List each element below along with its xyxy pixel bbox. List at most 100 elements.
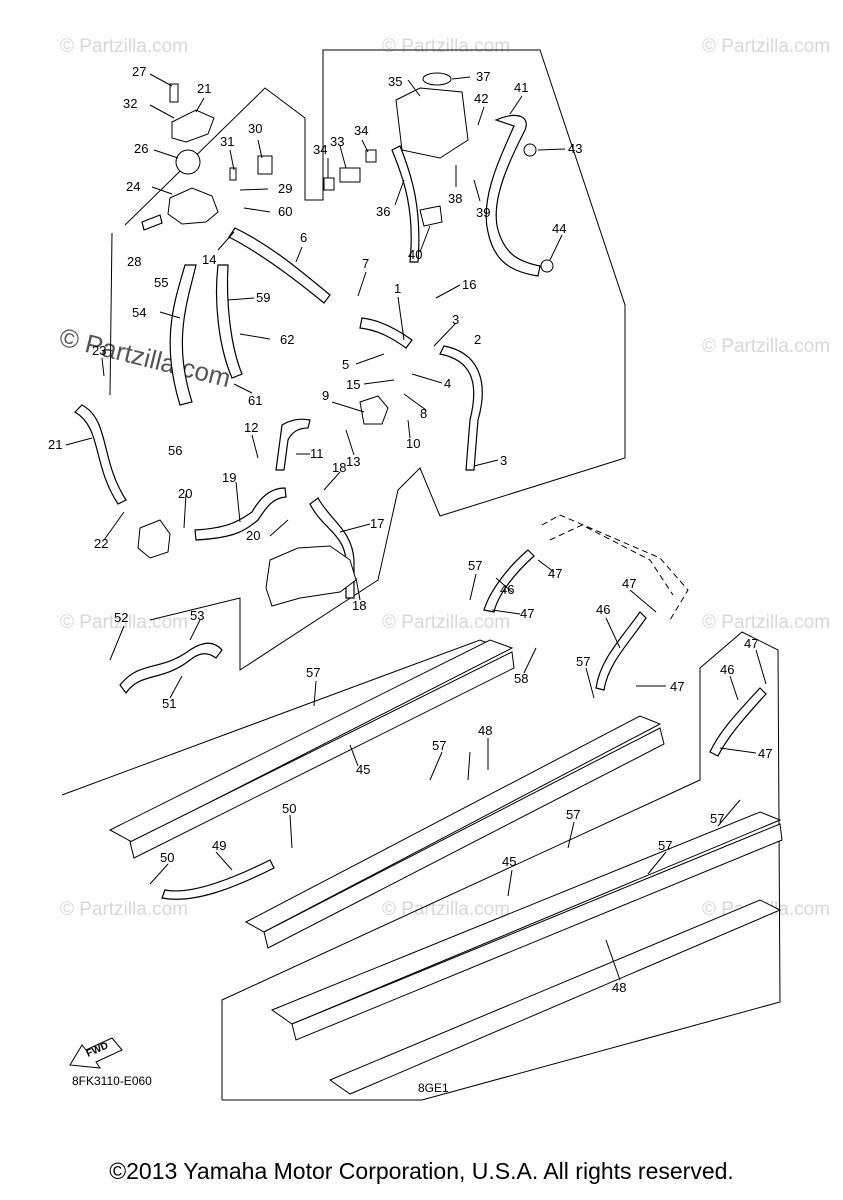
- callout-label: 39: [476, 205, 490, 220]
- callout-label: 11: [310, 446, 324, 461]
- callout-label: 4: [444, 376, 451, 391]
- reservoir-assembly: [323, 72, 554, 277]
- thermostat-housing: [167, 187, 219, 225]
- hose: [709, 687, 767, 757]
- callout-label: 10: [406, 436, 420, 451]
- callout-label: 45: [356, 762, 370, 777]
- callout-label: 57: [658, 838, 672, 853]
- hose: [485, 115, 541, 277]
- callout-label: 40: [408, 247, 422, 262]
- bolt: [169, 83, 179, 103]
- callout-label: 6: [300, 230, 307, 245]
- callout-label: 61: [248, 393, 262, 408]
- hose: [74, 404, 127, 505]
- callout-label: 33: [330, 134, 344, 149]
- callout-label: 57: [710, 811, 724, 826]
- bolt: [229, 167, 237, 181]
- callout-label: 20: [246, 528, 260, 543]
- model-code: 8GE1: [418, 1081, 449, 1095]
- callout-label: 37: [476, 69, 490, 84]
- leader-lines: [65, 73, 767, 981]
- callout-label: 21: [197, 81, 211, 96]
- callout-label: 48: [612, 980, 626, 995]
- bracket: [419, 205, 443, 227]
- callout-label: 43: [568, 141, 582, 156]
- callout-label: 23: [92, 343, 106, 358]
- clamp: [323, 177, 335, 191]
- radiator: [108, 639, 514, 843]
- watermark: © Partzilla.com: [60, 899, 188, 920]
- thermostat: [175, 149, 201, 175]
- watermark: © Partzilla.com: [702, 612, 830, 633]
- callout-label: 24: [126, 179, 140, 194]
- callout-label: 28: [127, 254, 141, 269]
- callout-label: 3: [452, 312, 459, 327]
- callout-label: 47: [520, 606, 534, 621]
- radiator: [129, 651, 515, 859]
- callout-label: 29: [278, 181, 292, 196]
- callout-label: 34: [313, 142, 327, 157]
- callout-label: 5: [342, 357, 349, 372]
- pump-assembly: [137, 317, 483, 607]
- hose: [228, 227, 331, 304]
- callout-label: 45: [502, 854, 516, 869]
- hose-51-group: [119, 642, 223, 695]
- callout-label: 47: [622, 576, 636, 591]
- callout-label: 18: [332, 460, 346, 475]
- callout-label: 48: [478, 723, 492, 738]
- callout-label: 53: [190, 608, 204, 623]
- radiator: [244, 715, 662, 933]
- hose: [483, 549, 535, 613]
- callout-label: 52: [114, 610, 128, 625]
- thermostat-cover: [171, 109, 215, 143]
- upper-left-outline: [109, 232, 113, 396]
- callout-label: 27: [132, 64, 146, 79]
- callout-label: 57: [576, 654, 590, 669]
- copyright-notice: ©2013 Yamaha Motor Corporation, U.S.A. A…: [109, 1158, 734, 1184]
- callout-label: 7: [362, 256, 369, 271]
- callouts: 27 21 32 30 26 31 24 29 60 28 14 55 6 54…: [48, 64, 772, 995]
- callout-label: 47: [548, 566, 562, 581]
- callout-label: 35: [388, 74, 402, 89]
- radiator: [270, 811, 782, 1025]
- callout-label: 32: [123, 96, 137, 111]
- watermark-layer: © Partzilla.com © Partzilla.com © Partzi…: [57, 36, 830, 920]
- callout-label: 57: [566, 807, 580, 822]
- watermark: © Partzilla.com: [60, 36, 188, 57]
- callout-label: 47: [670, 679, 684, 694]
- callout-label: 62: [280, 332, 294, 347]
- diagram-code: 8FK3110-E060: [72, 1074, 152, 1088]
- clamp: [365, 149, 377, 163]
- hose: [275, 418, 311, 471]
- callout-label: 34: [354, 123, 368, 138]
- callout-label: 47: [744, 636, 758, 651]
- watermark: © Partzilla.com: [702, 336, 830, 357]
- watermark: © Partzilla.com: [382, 612, 510, 633]
- valve: [359, 395, 389, 425]
- clamp: [540, 259, 554, 273]
- hose: [595, 611, 647, 691]
- callout-label: 18: [352, 598, 366, 613]
- callout-label: 30: [248, 121, 262, 136]
- callout-label: 46: [720, 662, 734, 677]
- watermark: © Partzilla.com: [382, 899, 510, 920]
- callout-label: 15: [346, 377, 360, 392]
- fwd-arrow-icon: [69, 1037, 123, 1069]
- callout-label: 12: [244, 420, 258, 435]
- callout-label: 17: [370, 516, 384, 531]
- callout-label: 60: [278, 204, 292, 219]
- watermark: © Partzilla.com: [702, 36, 830, 57]
- radiator: [328, 899, 782, 1095]
- coolant-reservoir: [395, 87, 469, 159]
- hose: [194, 487, 287, 541]
- radiator: [291, 823, 783, 1041]
- callout-label: 19: [222, 470, 236, 485]
- clamp: [523, 143, 537, 157]
- callout-label: 56: [168, 443, 182, 458]
- dashed-hose-outline: [541, 514, 689, 621]
- callout-label: 57: [306, 665, 320, 680]
- callout-label: 57: [468, 558, 482, 573]
- callout-label: 50: [282, 801, 296, 816]
- hose: [309, 497, 355, 599]
